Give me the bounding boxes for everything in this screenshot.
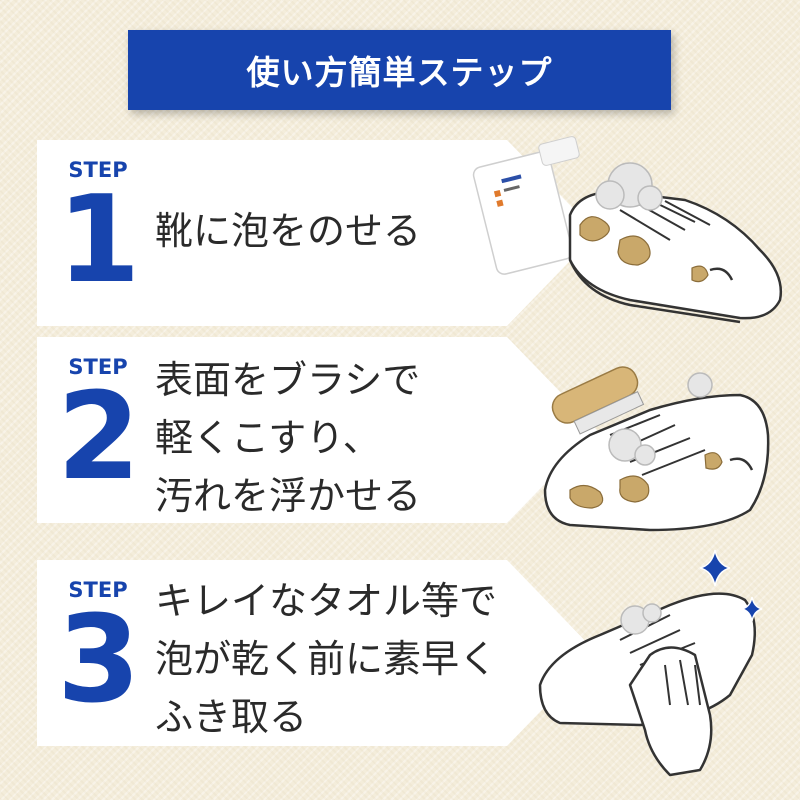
step-text-line: キレイなタオル等で <box>155 579 498 623</box>
stain-marks <box>569 452 723 509</box>
step-text-line: 表面をブラシで <box>155 358 421 402</box>
step-number: 3 <box>57 591 141 730</box>
step-text-line: 汚れを浮かせる <box>155 474 422 518</box>
title-banner: 使い方簡単ステップ <box>128 30 671 110</box>
sneaker-icon <box>568 190 783 324</box>
step-text: 靴に泡をのせる <box>155 202 421 260</box>
step-number: 1 <box>57 171 141 310</box>
foam-blob <box>608 372 713 466</box>
step-label: STEP <box>68 578 128 602</box>
step-card-2: STEP 2 表面をブラシで 軽くこすり、 汚れを浮かせる <box>37 337 597 523</box>
step-text-line: 靴に泡をのせる <box>155 209 422 253</box>
sneaker-with-foam-illustration <box>472 136 783 324</box>
step-text-line: 泡が乾く前に素早く <box>155 637 498 681</box>
page-title: 使い方簡単ステップ <box>246 53 553 92</box>
step-card-3: STEP 3 キレイなタオル等で 泡が乾く前に素早く ふき取る <box>37 560 597 746</box>
brush-icon <box>551 366 645 435</box>
sneaker-with-towel-illustration <box>538 549 763 777</box>
step-text-line: ふき取る <box>155 695 308 739</box>
step-number: 2 <box>57 368 141 507</box>
sneaker-with-brush-illustration <box>543 366 770 532</box>
stain-marks <box>579 216 709 283</box>
step-text: キレイなタオル等で 泡が乾く前に素早く ふき取る <box>155 572 497 746</box>
sparkle-icon <box>699 549 763 622</box>
foam-blob <box>595 162 663 211</box>
towel-hand-icon <box>628 646 713 777</box>
step-text-line: 軽くこすり、 <box>155 416 381 460</box>
step-label: STEP <box>68 355 128 379</box>
step-text: 表面をブラシで 軽くこすり、 汚れを浮かせる <box>155 351 422 523</box>
foam-blob <box>620 603 662 635</box>
step-label: STEP <box>68 158 128 182</box>
foam-bottle-icon <box>472 136 580 275</box>
